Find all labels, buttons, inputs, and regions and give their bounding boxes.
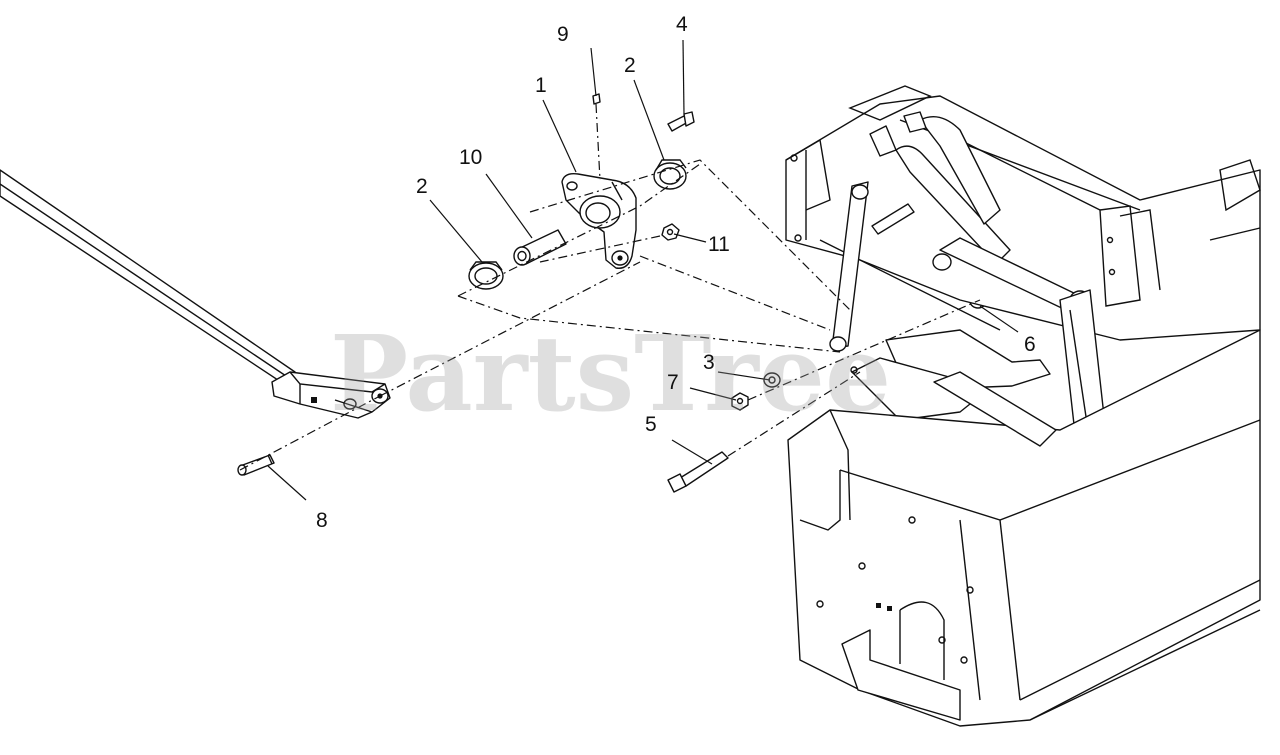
callout-9: 9 — [557, 23, 569, 46]
nut-11[interactable] — [661, 223, 680, 241]
deck-frame-assembly — [785, 85, 1261, 727]
callout-3: 3 — [703, 351, 715, 374]
pin-8[interactable] — [237, 454, 275, 476]
bushing-2-left[interactable] — [468, 261, 504, 290]
nut-7[interactable] — [731, 392, 749, 411]
callout-2-right: 2 — [624, 54, 636, 77]
callout-labels: 1 2 2 3 4 5 6 7 8 9 10 11 — [316, 13, 1036, 532]
callout-8: 8 — [316, 509, 328, 532]
bolt-4[interactable] — [667, 111, 695, 132]
bushing-2-right[interactable] — [653, 159, 687, 190]
bolt-5[interactable] — [667, 451, 729, 493]
callout-10: 10 — [459, 146, 482, 169]
assembly-centerlines — [239, 103, 981, 471]
callout-leaders — [267, 39, 1019, 501]
spacer-10[interactable] — [513, 229, 567, 266]
callout-6: 6 — [1024, 333, 1036, 356]
pivot-plate-1[interactable] — [561, 172, 637, 269]
callout-1: 1 — [535, 74, 547, 97]
grease-fitting-9[interactable] — [592, 93, 601, 105]
callout-2-left: 2 — [416, 175, 428, 198]
callout-4: 4 — [676, 13, 688, 36]
callout-5: 5 — [645, 413, 657, 436]
callout-7: 7 — [667, 371, 679, 394]
watermark-text: PartsTree — [330, 312, 891, 435]
callout-11: 11 — [708, 233, 730, 256]
